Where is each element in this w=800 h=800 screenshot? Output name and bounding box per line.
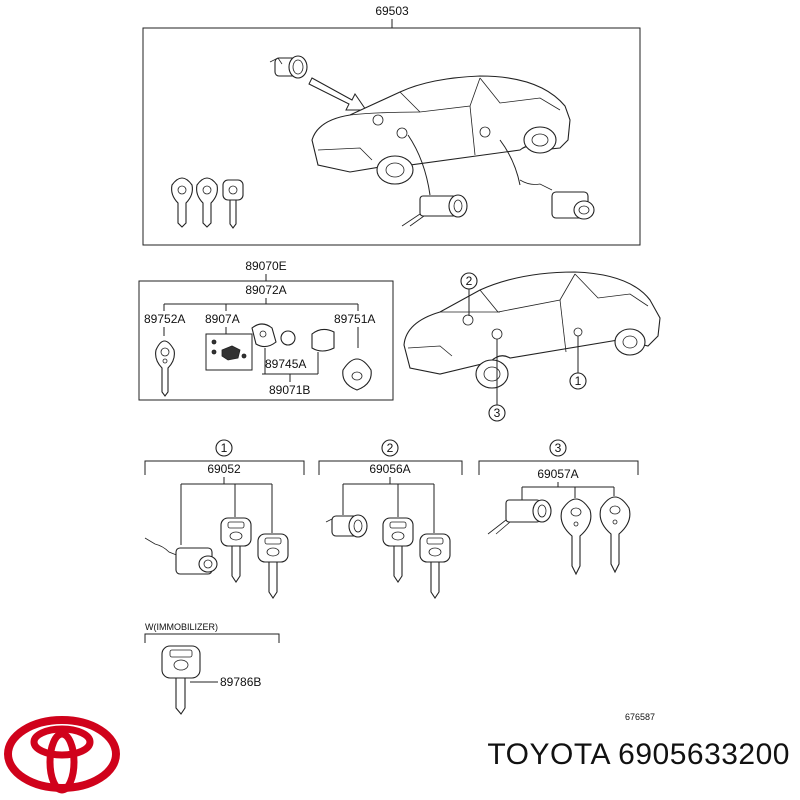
group-immobilizer: W(IMMOBILIZER) 89786B (144, 622, 280, 715)
callout-circle-3 (549, 439, 567, 457)
group-frame-89070E (138, 280, 394, 401)
group-69503: 69503 (142, 4, 641, 246)
fob-icon (342, 358, 372, 391)
part-label-89071B: 89071B (269, 383, 310, 397)
callout-number: 2 (387, 441, 394, 455)
callout-circle-1 (215, 439, 233, 457)
arrow-icon (308, 77, 367, 111)
transmitter-housing-icon (251, 323, 277, 348)
part-label-8907A: 8907A (205, 312, 240, 326)
callout-circle-1 (569, 372, 587, 390)
callout-number: 3 (494, 406, 501, 420)
ignition-cylinder-icon (401, 194, 468, 227)
part-label-69057A: 69057A (537, 467, 578, 481)
part-label-69052: 69052 (207, 462, 241, 476)
remote-key-icon (155, 340, 175, 397)
part-label-69056A: 69056A (369, 462, 410, 476)
callout-circle-3 (488, 404, 506, 422)
part-label-89070E: 89070E (245, 259, 286, 273)
remote-key-icon (560, 498, 592, 576)
car-illustration-callouts: 2 1 3 (403, 271, 661, 422)
remote-key-icon (599, 496, 631, 574)
transmitter-cover-icon (311, 328, 335, 352)
ignition-cylinder-icon (487, 499, 552, 535)
keys-icon-top (171, 177, 244, 229)
group-69057A: 3 69057A (478, 439, 639, 576)
part-label-89745A: 89745A (265, 357, 306, 371)
part-label-69503: 69503 (375, 4, 409, 18)
immobilizer-label: W(IMMOBILIZER) (145, 622, 218, 632)
small-parts-icon (205, 333, 253, 371)
key-icon (161, 645, 201, 715)
key-icon (382, 517, 414, 583)
callout-number: 2 (466, 274, 473, 288)
group-69052: 1 69052 (144, 439, 305, 599)
door-lock-icon-top (519, 179, 595, 220)
part-label-89072A: 89072A (245, 283, 286, 297)
callout-number: 1 (221, 441, 228, 455)
lock-cylinder-icon (325, 514, 368, 538)
callout-number: 1 (575, 374, 582, 388)
key-icon (257, 533, 289, 599)
callout-number: 3 (555, 441, 562, 455)
lock-cylinder-icon (269, 55, 308, 79)
car-illustration-top (311, 75, 571, 185)
key-icon (220, 517, 252, 583)
group-frame-69503 (142, 27, 641, 246)
group-89070E: 89070E 89072A 89752A 8907A 89751A 89745A… (138, 259, 394, 401)
group-69056A: 2 69056A (318, 439, 463, 599)
toyota-logo (4, 716, 120, 794)
battery-icon (280, 330, 296, 346)
key-icon (419, 533, 451, 599)
callout-circle-2 (381, 439, 399, 457)
callout-circle-2 (460, 272, 478, 290)
diagram-code: 676587 (625, 712, 655, 722)
part-label-89751A: 89751A (334, 312, 375, 326)
door-lock-icon (144, 537, 218, 575)
part-label-89786B: 89786B (220, 675, 261, 689)
part-label-89752A: 89752A (144, 312, 185, 326)
brand-part-number: TOYOTA 6905633200 (487, 738, 790, 771)
